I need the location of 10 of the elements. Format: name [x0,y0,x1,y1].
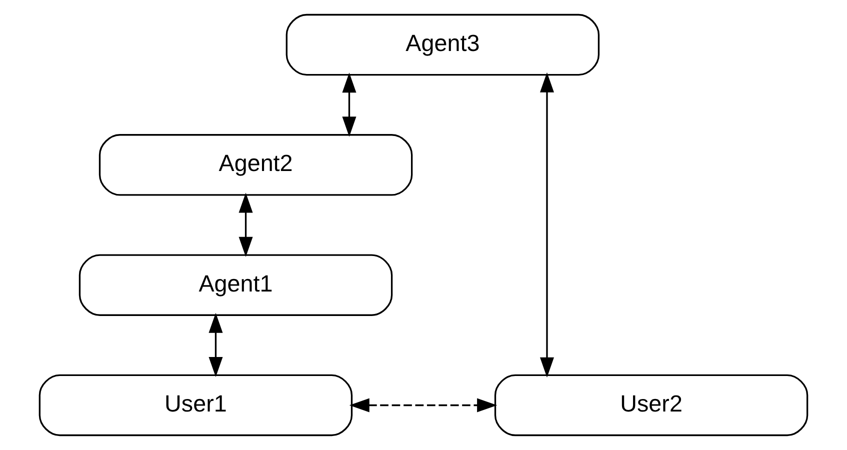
node-box: Agent3 [286,14,600,76]
arrow [342,72,356,137]
arrow [238,192,253,257]
node-box: Agent2 [98,134,413,196]
arrow [208,312,223,378]
arrow [349,398,498,412]
node-box: User1 [38,374,353,436]
node-box: Agent1 [78,254,393,316]
node-box: User2 [494,374,808,436]
arrow [540,72,554,378]
